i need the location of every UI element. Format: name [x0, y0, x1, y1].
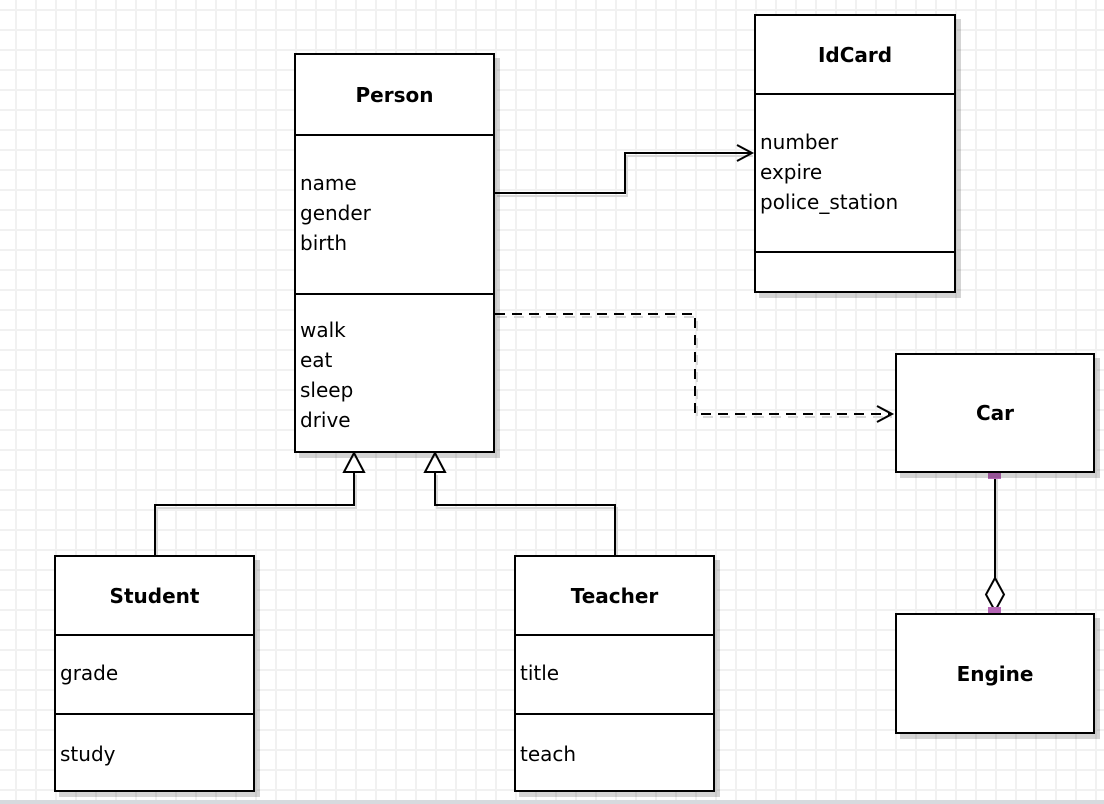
methods-compartment-empty[interactable]: [756, 253, 954, 291]
class-title: Person: [296, 55, 493, 136]
canvas-bottom-edge: [0, 800, 1104, 804]
attributes-compartment[interactable]: number expire police_station: [756, 95, 954, 253]
attribute: title: [520, 661, 560, 685]
class-title: Teacher: [516, 557, 713, 636]
attribute: number: [760, 130, 839, 154]
attributes-compartment[interactable]: grade: [56, 636, 253, 715]
attributes-compartment[interactable]: title: [516, 636, 713, 715]
class-title: Engine: [956, 661, 1034, 686]
attributes-compartment[interactable]: name gender birth: [296, 136, 493, 295]
class-title: Car: [975, 401, 1015, 425]
attribute: name: [300, 171, 357, 195]
attribute: expire: [760, 160, 823, 184]
class-box-teacher[interactable]: Teacher title teach: [514, 555, 715, 792]
attribute: grade: [60, 661, 119, 685]
methods-compartment[interactable]: walk eat sleep drive: [296, 295, 493, 451]
attribute: birth: [300, 231, 347, 255]
class-box-idcard[interactable]: IdCard number expire police_station: [754, 14, 956, 293]
methods-compartment[interactable]: teach: [516, 715, 713, 790]
method: teach: [520, 742, 577, 766]
class-title: IdCard: [756, 16, 954, 95]
method: drive: [300, 408, 351, 432]
class-box-student[interactable]: Student grade study: [54, 555, 255, 792]
class-box-person[interactable]: Person name gender birth walk eat sleep …: [294, 53, 495, 453]
methods-compartment[interactable]: study: [56, 715, 253, 790]
method: eat: [300, 348, 333, 372]
class-box-car[interactable]: Car: [895, 353, 1095, 473]
method: walk: [300, 318, 346, 342]
class-box-engine[interactable]: Engine: [895, 613, 1095, 734]
attribute: gender: [300, 201, 371, 225]
method: sleep: [300, 378, 354, 402]
class-title: Student: [56, 557, 253, 636]
method: study: [60, 742, 116, 766]
attribute: police_station: [760, 190, 899, 214]
